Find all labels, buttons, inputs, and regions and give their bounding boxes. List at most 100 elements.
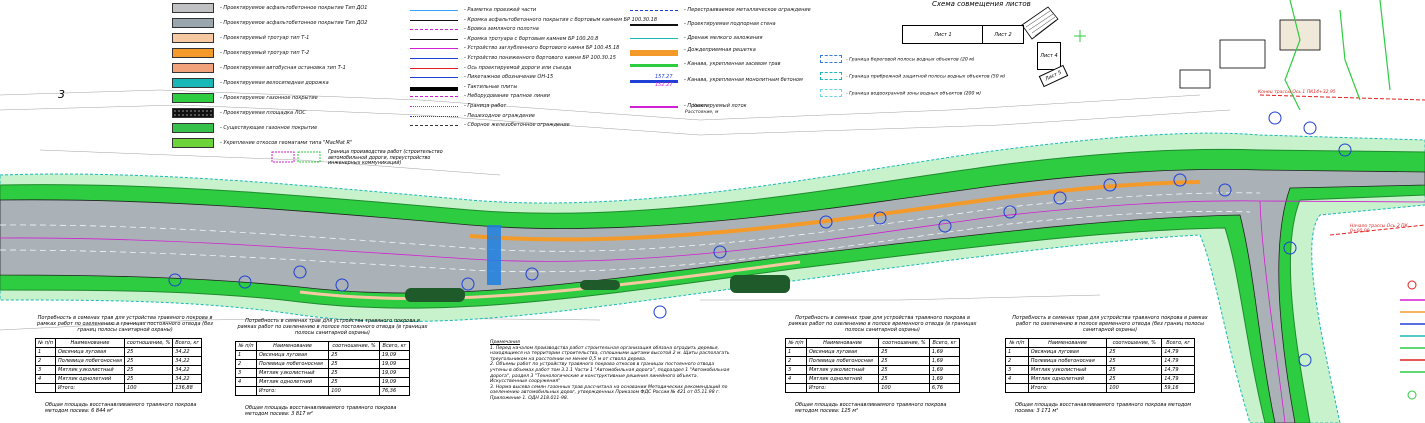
table-cell: Полевица побегоносная	[255, 359, 330, 369]
legend-label: - Проектируемое газонное покрытие	[220, 95, 318, 101]
table-cell: Итого:	[55, 383, 125, 393]
table-cell: 2	[34, 356, 57, 366]
work-boundary-symbol-1	[271, 151, 295, 163]
table-title: Потребность в семенах трав для устройств…	[237, 318, 428, 336]
table-cell: Итого:	[1027, 383, 1108, 393]
boundary-label: - Граница береговой полосы водных объект…	[846, 57, 975, 63]
table-header-cell: соотношение, %	[328, 341, 380, 351]
table-cell: 1,69	[928, 356, 961, 366]
table-cell: 25	[123, 356, 174, 366]
table-cell: 25	[878, 374, 930, 384]
legend-label: - Перестраиваемое металлическое огражден…	[684, 7, 811, 13]
table-cell: 100	[1106, 383, 1163, 393]
table-cell: 3	[34, 365, 57, 375]
table-header-cell: Всего, кг	[928, 338, 961, 348]
legend-label: - Канава, укрепленная засевом трав	[684, 61, 781, 67]
legend-label: - Устройство заглубленного бортового кам…	[464, 45, 620, 52]
table-cell: 100	[328, 386, 380, 396]
table-header-cell: Всего, кг	[172, 338, 203, 348]
table-cell: 34,22	[172, 347, 203, 357]
water-culvert	[487, 225, 501, 285]
table-cell: 25	[1106, 374, 1163, 384]
legend-swatch	[172, 108, 214, 118]
legend-line-sample	[410, 29, 458, 31]
legend-line-sample	[630, 64, 678, 67]
scheme-sheet-1: Лист 1	[902, 25, 984, 44]
table-footer: Общая площадь восстанавливаемого травяно…	[245, 405, 397, 417]
vegetation-scribbles	[1284, 0, 1391, 111]
legend-line-sample	[410, 106, 458, 107]
table-header-cell: Наименование	[255, 341, 330, 351]
table-cell: 4	[1005, 374, 1029, 384]
table-header-cell: соотношение, %	[878, 338, 930, 348]
legend-label: - Дренаж мелкого заложения	[684, 35, 763, 41]
legend-label: - Проектируемая площадка ЛОС	[220, 110, 306, 116]
scheme-title: Схема совмещения листов	[932, 0, 1031, 8]
table-cell: 100	[878, 383, 930, 393]
boundary-swatch	[820, 89, 842, 97]
legend-label: - Проектируемая велосипедная дорожка	[220, 80, 329, 86]
legend-line-sample	[630, 24, 678, 26]
table-cell: Мятлик узколистный	[805, 365, 880, 375]
table-cell: Полевица побегоносная	[1027, 356, 1108, 366]
table-cell: 1	[34, 347, 57, 357]
table-footer: Общая площадь восстанавливаемого травяно…	[45, 402, 197, 414]
table-header-cell: соотношение, %	[1106, 338, 1163, 348]
table-cell: Мятлик однолетний	[255, 377, 330, 387]
table-cell: Овсяница луговая	[255, 350, 330, 360]
table-cell: Итого:	[255, 386, 330, 396]
table-cell: 34,22	[172, 365, 203, 375]
table-cell: 25	[1106, 365, 1163, 375]
table-cell: Мятлик узколистный	[1027, 365, 1108, 375]
road-axis-2	[1259, 200, 1286, 423]
table-cell: 6,76	[928, 383, 961, 393]
table-cell: Мятлик узколистный	[55, 365, 125, 375]
legend-label: - Бровка земляного полотна	[464, 26, 539, 33]
table-header-cell: Наименование	[805, 338, 880, 348]
legend-line-sample	[630, 50, 678, 56]
table-cell: 25	[1106, 356, 1163, 366]
legend-line-sample	[410, 10, 458, 11]
table-cell: 1,69	[928, 374, 961, 384]
table-header-cell: № п/п	[1005, 338, 1029, 348]
legend-label: - Проектируемое асфальтобетонное покрыти…	[220, 5, 368, 11]
table-cell: 1	[785, 347, 807, 357]
legend-label: - Сборное железобетонное ограждение	[464, 122, 570, 129]
table-header-cell: Всего, кг	[1161, 338, 1195, 348]
table-cell	[34, 383, 57, 393]
legend-label: - Канава, укрепленная монолитным бетоном	[684, 77, 803, 83]
legend-line-sample	[410, 48, 458, 50]
table-cell: 25	[878, 356, 930, 366]
legend-label: - Граница работ	[464, 103, 507, 109]
legend-swatch	[172, 48, 214, 58]
boundary-legend-row: - Граница береговой полосы водных объект…	[820, 55, 975, 63]
table-cell: 14,79	[1161, 347, 1195, 357]
tree-hedge	[405, 275, 790, 302]
table-header-cell: Наименование	[1027, 338, 1108, 348]
table-cell: 25	[328, 368, 380, 378]
table-cell: 19,09	[378, 359, 411, 369]
table-header-cell: № п/п	[235, 341, 257, 351]
table-cell: 2	[1005, 356, 1029, 366]
legend-label: - Пешеходное ограждение	[464, 112, 535, 119]
work-boundary-symbol-2	[297, 151, 321, 163]
table-cell: 19,09	[378, 350, 411, 360]
legend-line-sample	[410, 19, 458, 21]
distance-label: Расстояние, м	[685, 110, 719, 115]
table-cell: Полевица побегоносная	[55, 356, 125, 366]
table-title: Потребность в семенах трав для устройств…	[37, 315, 213, 333]
legend-label: - Существующее газонное покрытие	[220, 125, 318, 131]
table-footer: Общая площадь восстанавливаемого травяно…	[1015, 402, 1192, 414]
legend-label: - Дождеприемная решетка	[684, 47, 756, 53]
work-boundary-note: Граница производства работ (строительств…	[328, 150, 443, 167]
table-cell: 19,09	[378, 377, 411, 387]
legend-label: - Разметка проезжей части	[464, 7, 537, 13]
table-cell: Овсяница луговая	[55, 347, 125, 357]
